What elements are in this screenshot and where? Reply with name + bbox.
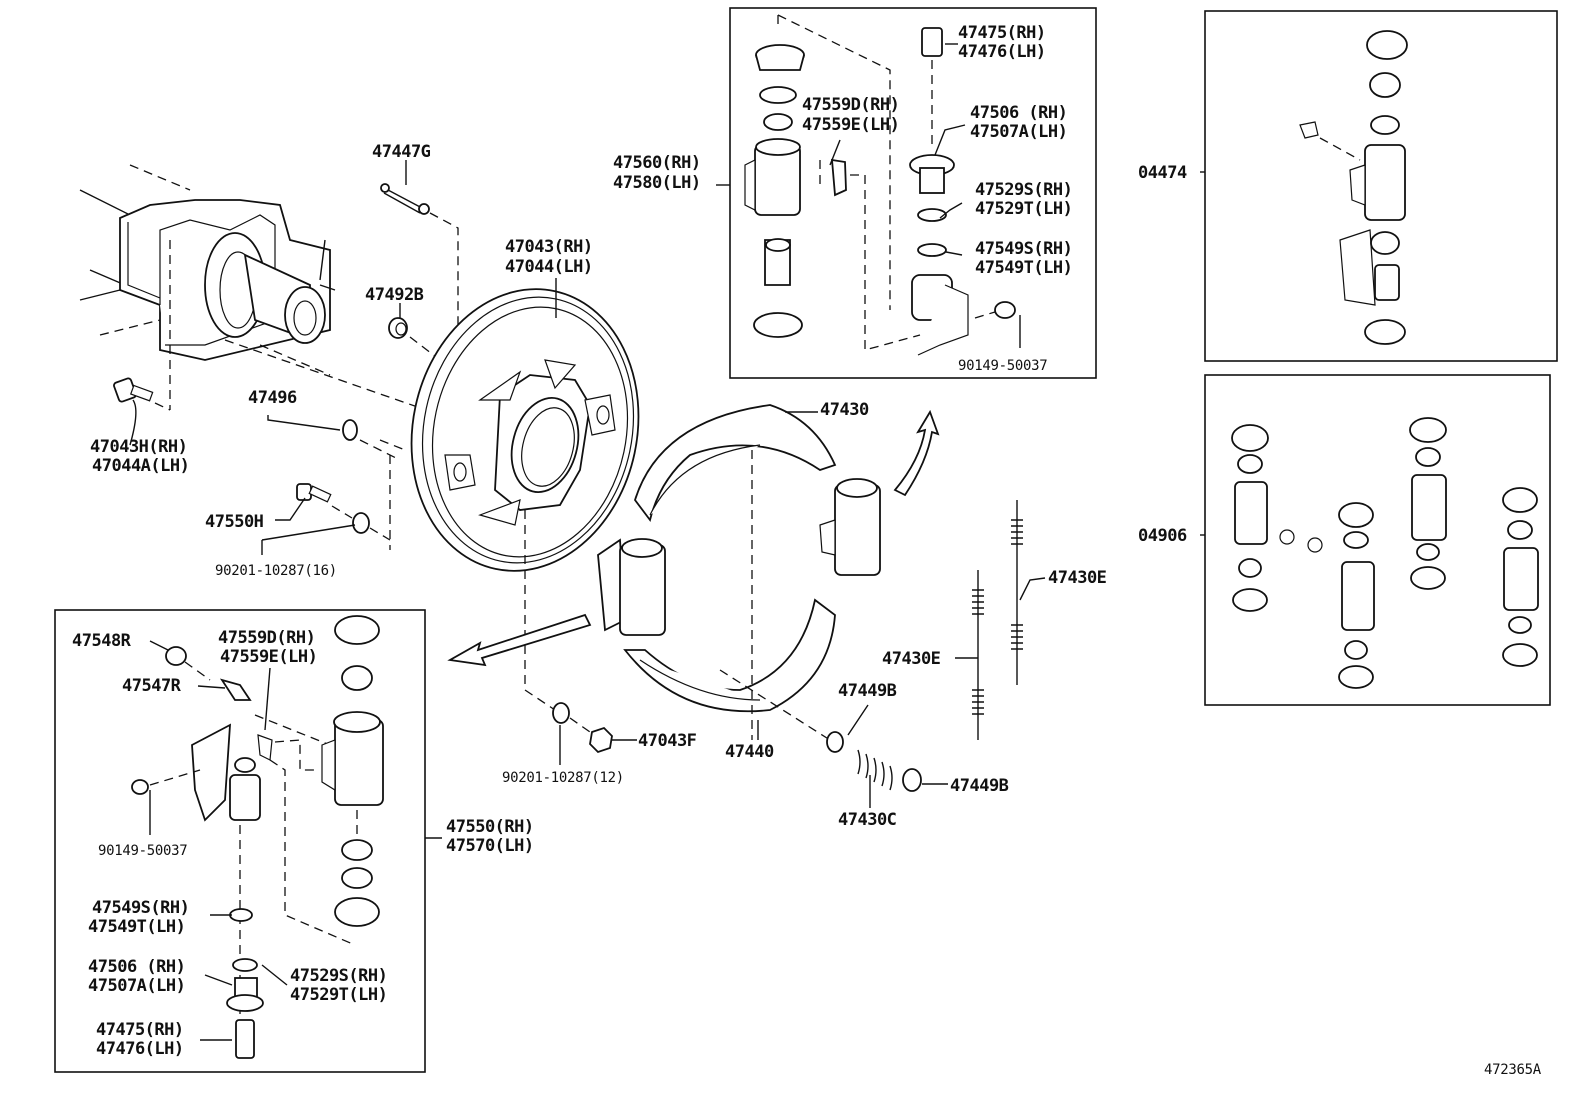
label-47506-rh-bottom[interactable]: 47506 (RH) [88, 957, 186, 977]
label-47580-lh[interactable]: 47580(LH) [613, 173, 701, 193]
label-47560-rh[interactable]: 47560(RH) [613, 153, 701, 173]
label-47475-rh-bottom[interactable]: 47475(RH) [96, 1020, 184, 1040]
wheel-cylinder-lh-parts[interactable] [131, 615, 384, 1059]
kit-04474-parts[interactable] [1299, 30, 1408, 345]
label-47550h[interactable]: 47550H [205, 512, 264, 532]
label-47506-rh-top[interactable]: 47506 (RH) [970, 103, 1068, 123]
label-kit-04906[interactable]: 04906 [1138, 526, 1187, 546]
wheel-cylinder-rh-parts[interactable] [744, 14, 1016, 356]
cup-47449b-bottom[interactable] [902, 768, 922, 792]
label-47430[interactable]: 47430 [820, 400, 869, 420]
arrow-to-lower-inset [447, 613, 592, 667]
washer-90201-16[interactable] [331, 505, 391, 541]
label-47449b-top[interactable]: 47449B [838, 681, 897, 701]
plug-47496[interactable] [342, 419, 406, 550]
label-47549t-lh-top[interactable]: 47549T(LH) [975, 258, 1073, 278]
label-47430c[interactable]: 47430C [838, 810, 897, 830]
nut-47043f[interactable] [569, 717, 613, 754]
figure-number: 472365A [1484, 1062, 1542, 1078]
leader-lines [129, 43, 1205, 1041]
label-47570-lh[interactable]: 47570(LH) [446, 836, 534, 856]
label-47529s-rh-top[interactable]: 47529S(RH) [975, 180, 1073, 200]
bolt-47550h[interactable] [296, 483, 332, 503]
wheel-cylinder-lh-inset [54, 609, 426, 1073]
label-90201-10287-12[interactable]: 90201-10287(12) [502, 770, 624, 786]
label-47549s-rh-bottom[interactable]: 47549S(RH) [92, 898, 190, 918]
brake-shoe-47430[interactable] [634, 404, 837, 523]
label-47496[interactable]: 47496 [248, 388, 297, 408]
label-47430e-right[interactable]: 47430E [1048, 568, 1107, 588]
label-kit-04474[interactable]: 04474 [1138, 163, 1187, 183]
hold-down-spring-47430c[interactable] [857, 749, 893, 791]
label-47529t-lh-bottom[interactable]: 47529T(LH) [290, 985, 388, 1005]
return-spring-47430e-right[interactable] [1011, 500, 1023, 685]
brake-shoe-47440[interactable] [623, 598, 836, 713]
label-47044a-lh[interactable]: 47044A(LH) [92, 456, 190, 476]
kit-04474-box [1204, 10, 1558, 362]
label-47559d-rh-top[interactable]: 47559D(RH) [802, 95, 900, 115]
label-47549s-rh-top[interactable]: 47549S(RH) [975, 239, 1073, 259]
backing-plate-47043[interactable] [386, 268, 664, 592]
label-47043-rh[interactable]: 47043(RH) [505, 237, 593, 257]
label-47476-lh-top[interactable]: 47476(LH) [958, 42, 1046, 62]
arrow-to-inset [893, 409, 940, 497]
anchor-pin-47447g[interactable] [380, 183, 476, 339]
label-47529t-lh-top[interactable]: 47529T(LH) [975, 199, 1073, 219]
label-47043f[interactable]: 47043F [638, 731, 697, 751]
label-47476-lh-bottom[interactable]: 47476(LH) [96, 1039, 184, 1059]
label-47043h-rh[interactable]: 47043H(RH) [90, 437, 188, 457]
washer-90201-12[interactable] [552, 702, 570, 724]
axle-housing[interactable] [79, 164, 456, 421]
label-47529s-rh-bottom[interactable]: 47529S(RH) [290, 966, 388, 986]
label-90149-50037-top[interactable]: 90149-50037 [958, 358, 1048, 374]
label-47440[interactable]: 47440 [725, 742, 774, 762]
label-47492b[interactable]: 47492B [365, 285, 424, 305]
wheel-cylinder-left-assembled[interactable] [597, 538, 666, 636]
hub-bolt-47043h[interactable] [113, 377, 171, 411]
label-47550-rh[interactable]: 47550(RH) [446, 817, 534, 837]
label-90149-50037-bottom[interactable]: 90149-50037 [98, 843, 188, 859]
part-labels: 47447G 47043(RH) 47044(LH) 47492B 47496 … [72, 23, 1542, 1078]
label-47559d-rh-bottom[interactable]: 47559D(RH) [218, 628, 316, 648]
kit-04906-parts[interactable] [1231, 417, 1539, 689]
wheel-cylinder-right-assembled[interactable] [819, 478, 881, 576]
label-47548r[interactable]: 47548R [72, 631, 132, 651]
label-47430e-left[interactable]: 47430E [882, 649, 941, 669]
label-90201-10287-16[interactable]: 90201-10287(16) [215, 563, 337, 579]
kit-04906-box [1204, 374, 1551, 706]
label-47449b-bottom[interactable]: 47449B [950, 776, 1009, 796]
label-47507a-lh-bottom[interactable]: 47507A(LH) [88, 976, 186, 996]
wheel-cylinder-rh-inset [729, 7, 1097, 379]
label-47559e-lh-top[interactable]: 47559E(LH) [802, 115, 900, 135]
label-47447g[interactable]: 47447G [372, 142, 431, 162]
return-spring-47430e-left[interactable] [972, 570, 984, 740]
label-47507a-lh-top[interactable]: 47507A(LH) [970, 122, 1068, 142]
label-47559e-lh-bottom[interactable]: 47559E(LH) [220, 647, 318, 667]
label-47549t-lh-bottom[interactable]: 47549T(LH) [88, 917, 186, 937]
nut-47492b[interactable] [388, 317, 441, 361]
cup-47449b-top[interactable] [826, 731, 844, 753]
label-47475-rh-top[interactable]: 47475(RH) [958, 23, 1046, 43]
label-47547r[interactable]: 47547R [122, 676, 182, 696]
label-47044-lh[interactable]: 47044(LH) [505, 257, 593, 277]
